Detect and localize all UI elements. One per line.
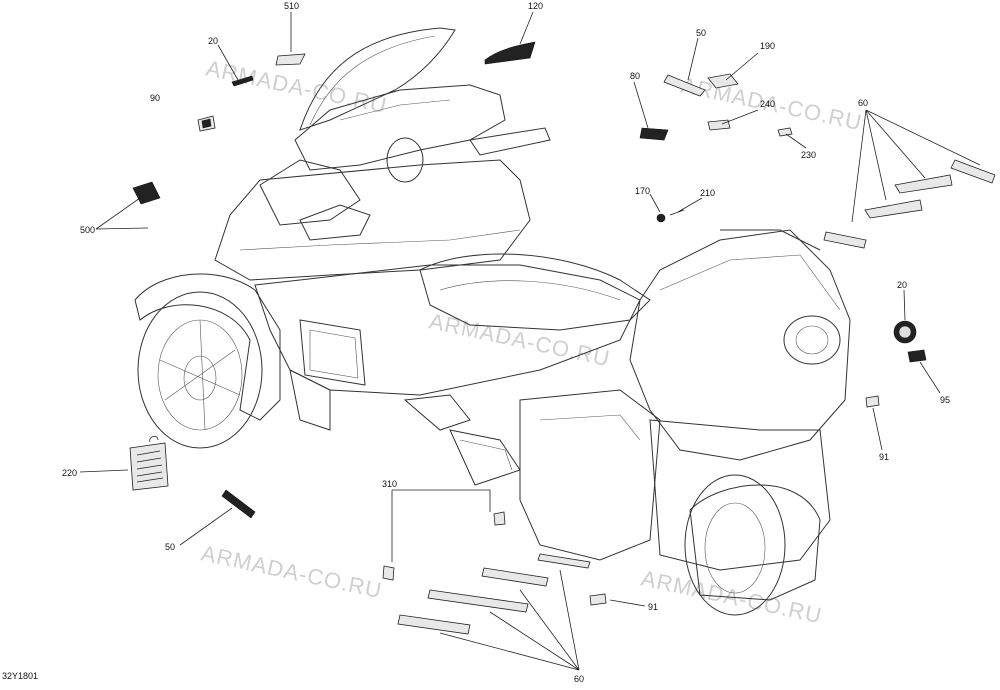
callout-510: 510 [284,1,299,11]
watermark-4: ARMADA-CO.RU [199,540,385,603]
decal-310-a [493,511,506,526]
part-170 [656,213,666,223]
callout-220: 220 [62,468,77,478]
decal-91-bottom [589,593,607,606]
nameplate-60-3 [427,589,529,613]
callout-210: 210 [700,188,715,198]
callout-91-right: 91 [879,452,889,462]
drawing-code: 32Y1801 [2,671,38,681]
callout-60-right: 60 [858,98,868,108]
leader-lines [79,11,981,671]
stripe-60-right-3 [864,199,923,219]
callout-310: 310 [382,479,397,489]
parts [129,41,996,635]
decal-310-b [382,565,395,581]
decal-50-top [663,74,706,97]
callout-60-bottom: 60 [574,674,584,684]
nameplate-60-2 [481,567,549,587]
decal-510 [275,53,306,66]
vehicle-drawing [134,27,851,616]
decal-50-bottom [221,489,256,519]
decal-20-top [231,75,254,87]
callout-90: 90 [150,93,160,103]
nameplate-60-4 [397,614,471,635]
decal-120 [484,41,536,65]
decal-190 [707,73,739,89]
callout-95: 95 [940,395,950,405]
callout-240: 240 [760,99,775,109]
label-220 [129,442,169,491]
nameplate-60-1 [537,553,591,569]
decal-500 [132,181,161,205]
callout-190: 190 [760,41,775,51]
callout-91-bottom: 91 [648,602,658,612]
callout-170: 170 [635,186,650,196]
stripe-60-right-4 [823,231,867,249]
decal-230 [777,127,793,137]
decal-95 [907,349,927,363]
callout-120: 120 [528,1,543,11]
callout-20-emblem: 20 [897,280,907,290]
callout-50-bottom: 50 [165,542,175,552]
callout-50-top: 50 [696,28,706,38]
decal-80 [639,127,669,141]
callout-500: 500 [80,225,95,235]
callout-80: 80 [630,71,640,81]
watermark-1: ARMADA-CO.RU [204,55,390,118]
decal-240 [707,119,731,131]
callouts: 510 120 20 90 500 50 190 80 240 230 170 … [2,1,950,684]
stripe-60-right-1 [950,159,996,184]
callout-20-top: 20 [208,36,218,46]
callout-230: 230 [801,150,816,160]
stripe-60-right-2 [894,174,953,194]
part-210 [669,209,685,216]
decal-91-right [865,395,880,408]
